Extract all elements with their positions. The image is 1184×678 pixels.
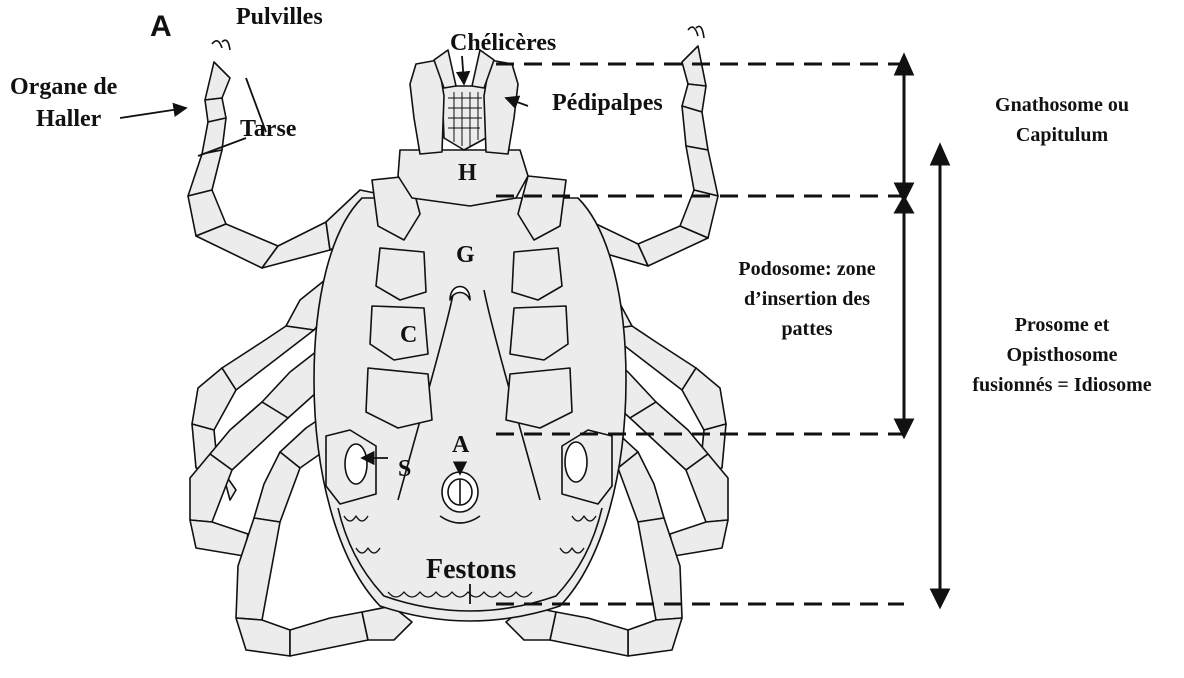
label-organe-de-haller-1: Organe de — [10, 74, 117, 101]
label-pulvilles: Pulvilles — [236, 4, 323, 31]
spiracular-plate-right — [562, 430, 612, 504]
idiosome-line-3: fusionnés = Idiosome — [944, 370, 1180, 400]
idiosome-line-1: Prosome et — [944, 310, 1180, 340]
zone-arrows — [896, 56, 948, 606]
spiracular-plate-left — [326, 430, 376, 504]
label-organe-de-haller-2: Haller — [36, 106, 101, 133]
label-g: G — [456, 242, 475, 269]
label-pedipalpes: Pédipalpes — [552, 90, 663, 117]
label-chelicere: Chélicères — [450, 30, 556, 57]
label-podosome: Podosome: zone d’insertion des pattes — [714, 254, 900, 344]
panel-letter: A — [150, 10, 172, 44]
label-gnathosome: Gnathosome ou Capitulum — [950, 90, 1174, 150]
label-idiosome: Prosome et Opisthosome fusionnés = Idios… — [944, 310, 1180, 400]
leader-chelicere — [462, 56, 464, 84]
label-c: C — [400, 322, 417, 349]
leader-organe-de-haller — [120, 108, 186, 118]
label-a: A — [452, 432, 469, 459]
label-h: H — [458, 160, 477, 187]
gnathosome-line-2: Capitulum — [950, 120, 1174, 150]
label-s: S — [398, 456, 411, 483]
label-festons: Festons — [426, 554, 516, 586]
podosome-line-2: d’insertion des — [714, 284, 900, 314]
idiosome-line-2: Opisthosome — [944, 340, 1180, 370]
podosome-line-3: pattes — [714, 314, 900, 344]
gnathosome-line-1: Gnathosome ou — [950, 90, 1174, 120]
label-tarse: Tarse — [240, 116, 296, 143]
podosome-line-1: Podosome: zone — [714, 254, 900, 284]
